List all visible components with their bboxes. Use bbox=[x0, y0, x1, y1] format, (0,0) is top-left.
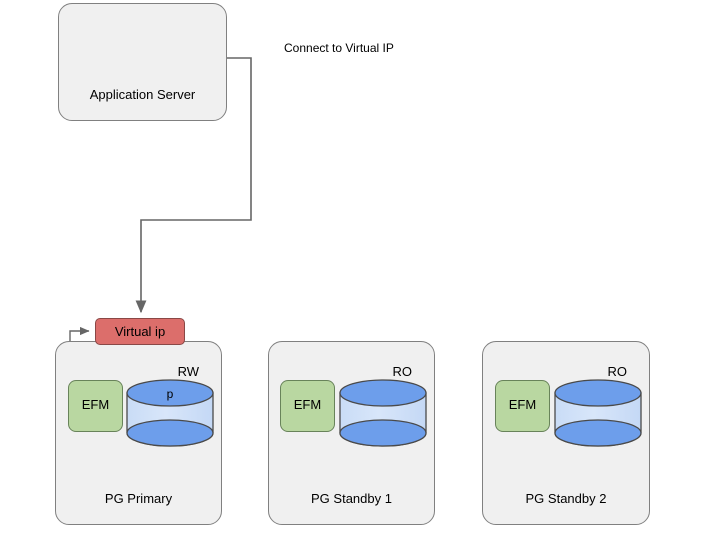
pg-standby-1-mode-badge: RO bbox=[392, 364, 413, 379]
pg-standby-2-database-cylinder[interactable] bbox=[554, 379, 642, 447]
pg-primary-database-cylinder[interactable]: p bbox=[126, 379, 214, 447]
pg-primary-label: PG Primary bbox=[104, 491, 173, 506]
pg-standby-2-mode-badge: RO bbox=[607, 364, 628, 379]
application-server-label: Application Server bbox=[89, 87, 196, 102]
pg-primary-efm-label: EFM bbox=[81, 397, 110, 412]
pg-standby-2-efm-box[interactable]: EFM bbox=[495, 380, 550, 432]
pg-primary-mode-badge: RW bbox=[177, 364, 199, 379]
pg-standby-2-label: PG Standby 2 bbox=[525, 491, 607, 506]
pg-standby-2-node[interactable]: RO EFM PG Standby 2 bbox=[482, 341, 650, 525]
application-server-node[interactable]: Application Server bbox=[58, 3, 227, 121]
virtual-ip-label: Virtual ip bbox=[114, 324, 166, 339]
pg-standby-1-database-cylinder[interactable] bbox=[339, 379, 427, 447]
pg-standby-2-efm-label: EFM bbox=[508, 397, 537, 412]
pg-primary-efm-box[interactable]: EFM bbox=[68, 380, 123, 432]
pg-standby-1-efm-label: EFM bbox=[293, 397, 322, 412]
pg-standby-1-label: PG Standby 1 bbox=[311, 491, 392, 506]
pg-primary-node[interactable]: RW EFM p PG Primary bbox=[55, 341, 222, 525]
connect-to-virtual-ip-annotation: Connect to Virtual IP bbox=[284, 41, 394, 55]
pg-standby-1-efm-box[interactable]: EFM bbox=[280, 380, 335, 432]
pg-primary-database-label: p bbox=[166, 387, 174, 401]
virtual-ip-node[interactable]: Virtual ip bbox=[95, 318, 185, 345]
pg-standby-1-node[interactable]: RO EFM PG Standby 1 bbox=[268, 341, 435, 525]
